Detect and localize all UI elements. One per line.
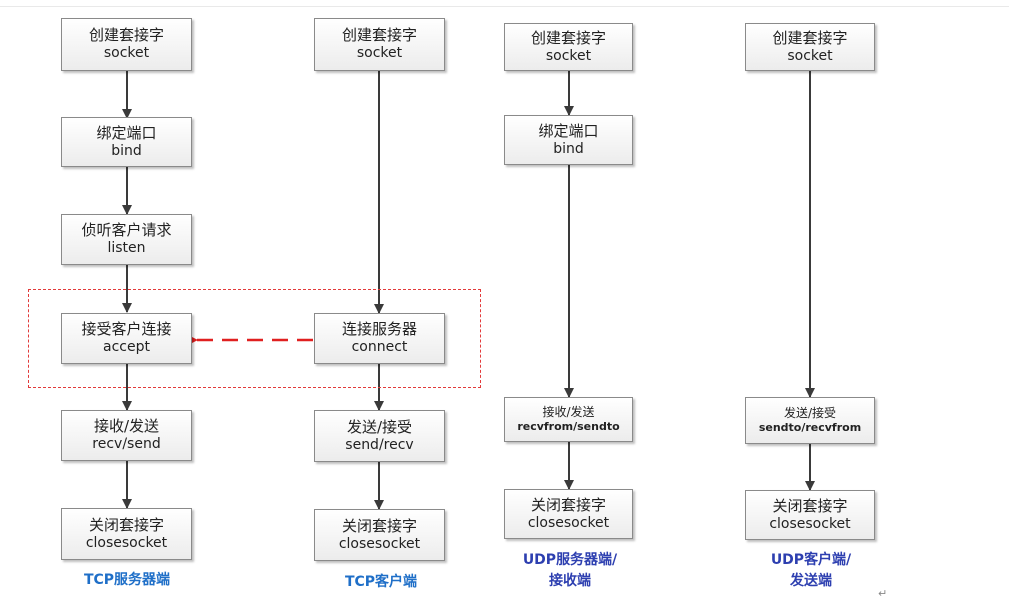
box-label-en: accept — [103, 339, 150, 356]
paragraph-return-mark: ↵ — [878, 587, 888, 600]
box-label-zh: 创建套接字 — [341, 26, 417, 45]
tcp-server-bind-box: 绑定端口 bind — [61, 117, 192, 167]
udp-client-caption-line1: UDP客户端/ — [770, 552, 852, 568]
box-label-zh: 侦听客户请求 — [81, 221, 172, 240]
box-label-en: closesocket — [338, 535, 421, 552]
tcp-server-accept-box: 接受客户连接 accept — [61, 313, 192, 364]
connection-handshake-group — [28, 289, 481, 388]
tcp-server-listen-box: 侦听客户请求 listen — [61, 214, 192, 265]
box-label-zh: 接受客户连接 — [81, 320, 172, 339]
box-label-zh: 关闭套接字 — [530, 495, 606, 514]
udp-server-caption-line1: UDP服务器端/ — [522, 552, 618, 568]
box-label-zh: 绑定端口 — [96, 123, 157, 142]
udp-client-socket-box: 创建套接字 socket — [745, 23, 875, 71]
box-label-en: socket — [787, 47, 833, 64]
tcp-client-connect-box: 连接服务器 connect — [314, 313, 445, 364]
udp-client-caption: UDP客户端/ 发送端 — [731, 550, 891, 592]
box-label-zh: 创建套接字 — [88, 26, 164, 45]
udp-server-recvfrom-sendto-box: 接收/发送 recvfrom/sendto — [504, 397, 633, 442]
box-label-en: listen — [107, 240, 146, 257]
tcp-server-socket-box: 创建套接字 socket — [61, 18, 192, 71]
box-label-zh: 连接服务器 — [341, 320, 417, 339]
tcp-server-closesocket-box: 关闭套接字 closesocket — [61, 508, 192, 560]
box-label-zh: 发送/接受 — [346, 417, 413, 436]
box-label-en: recv/send — [92, 436, 161, 453]
tcp-client-caption: TCP客户端 — [344, 574, 418, 590]
tcp-server-recv-send-box: 接收/发送 recv/send — [61, 410, 192, 461]
box-label-zh: 接收/发送 — [93, 417, 160, 436]
box-label-en: closesocket — [85, 534, 168, 551]
box-label-en: bind — [111, 142, 142, 159]
box-label-zh: 关闭套接字 — [341, 516, 417, 535]
tcp-client-socket-box: 创建套接字 socket — [314, 18, 445, 71]
box-label-zh: 创建套接字 — [772, 28, 848, 47]
box-label-en: connect — [351, 339, 408, 356]
top-divider — [0, 6, 1009, 7]
box-label-en: socket — [356, 45, 403, 62]
udp-server-socket-box: 创建套接字 socket — [504, 23, 633, 71]
box-label-en: send/recv — [345, 436, 414, 453]
box-label-zh: 接收/发送 — [542, 405, 595, 420]
box-label-en: socket — [545, 47, 592, 64]
udp-server-bind-box: 绑定端口 bind — [504, 115, 633, 165]
udp-client-sendto-recvfrom-box: 发送/接受 sendto/recvfrom — [745, 397, 875, 444]
box-label-zh: 绑定端口 — [538, 121, 599, 140]
box-label-zh: 发送/接受 — [783, 406, 837, 421]
box-label-en: closesocket — [527, 514, 610, 531]
udp-client-closesocket-box: 关闭套接字 closesocket — [745, 490, 875, 540]
udp-client-caption-line2: 发送端 — [790, 573, 832, 589]
tcp-client-closesocket-box: 关闭套接字 closesocket — [314, 509, 445, 561]
box-label-zh: 创建套接字 — [530, 28, 606, 47]
tcp-server-caption: TCP服务器端 — [83, 572, 171, 588]
udp-server-closesocket-box: 关闭套接字 closesocket — [504, 489, 633, 539]
box-label-en: closesocket — [769, 515, 851, 532]
udp-server-caption-line2: 接收端 — [549, 573, 591, 589]
box-label-en: recvfrom/sendto — [517, 420, 620, 434]
box-label-en: sendto/recvfrom — [758, 421, 862, 435]
box-label-en: socket — [103, 45, 150, 62]
box-label-zh: 关闭套接字 — [772, 496, 848, 515]
box-label-en: bind — [553, 140, 584, 157]
box-label-zh: 关闭套接字 — [88, 515, 164, 534]
tcp-client-send-recv-box: 发送/接受 send/recv — [314, 410, 445, 462]
udp-server-caption: UDP服务器端/ 接收端 — [490, 550, 650, 592]
